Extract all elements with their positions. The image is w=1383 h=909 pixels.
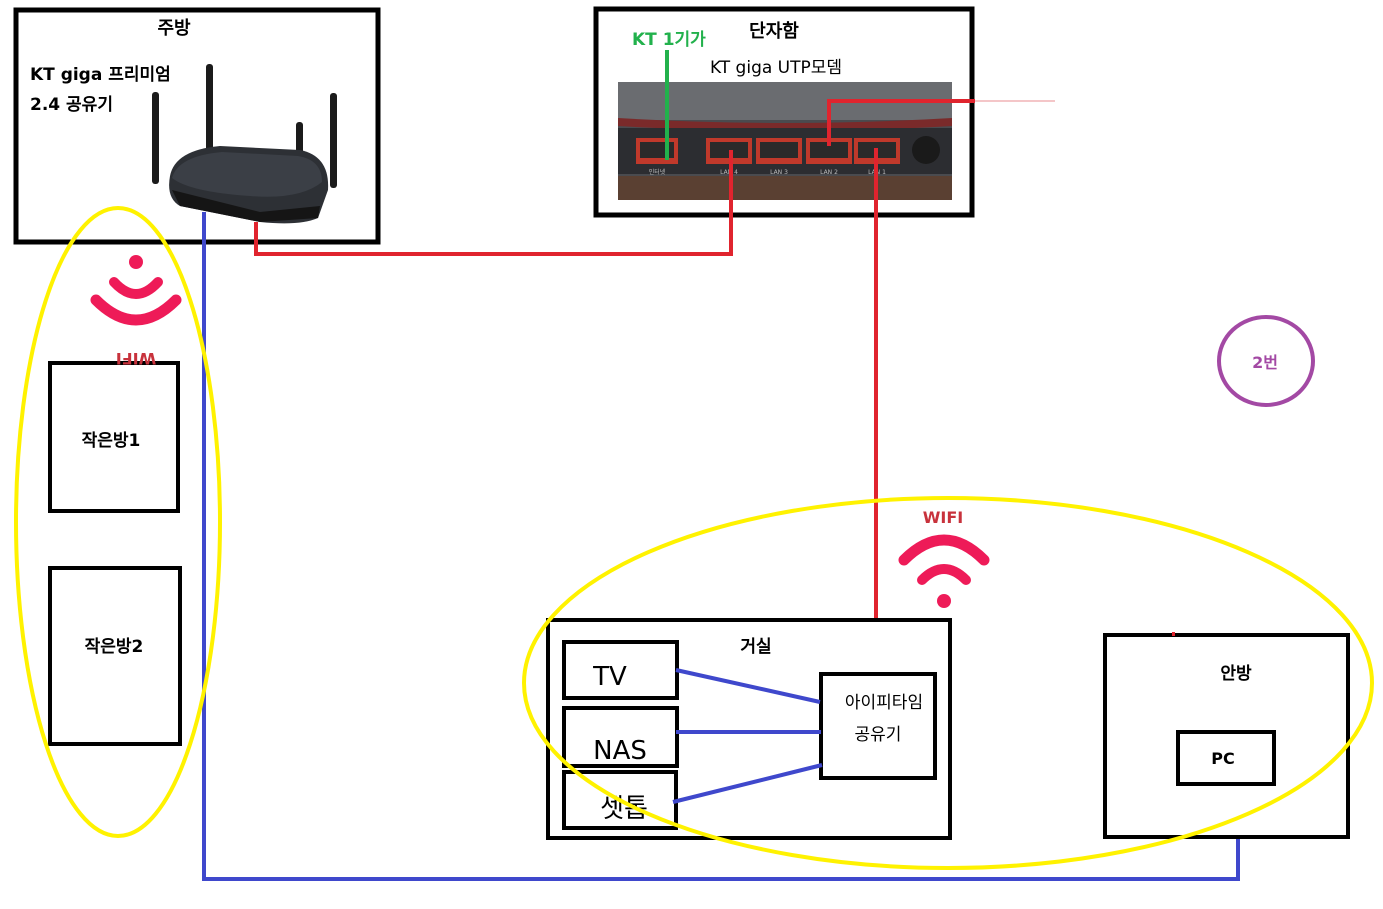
device-tv-box [562, 640, 679, 700]
living-room: 거실 TV NAS 셋톱 아이피타임 공유기 [546, 618, 952, 840]
master-room: 안방 PC [1103, 632, 1350, 839]
small-room-1-border [48, 361, 180, 513]
kitchen-router-label-line2: 2.4 공유기 [30, 95, 113, 115]
small-room-2-border [48, 566, 182, 746]
marker-2: 2번 [1217, 315, 1315, 407]
port-label-internet: 인터넷 [649, 168, 666, 176]
device-pc-label: PC [1211, 749, 1234, 768]
wifi-zone-left [14, 206, 222, 838]
iptime-router-label-line1: 아이피타임 [845, 693, 923, 713]
device-pc-box [1176, 730, 1276, 786]
wan-label: KT 1기가 [632, 30, 706, 50]
marker-label: 2번 [1252, 353, 1278, 372]
wifi-label-left: WIFI [116, 349, 156, 368]
port-label-lan2: LAN 2 [820, 169, 838, 176]
master-room-label: 안방 [1220, 664, 1252, 684]
cable-lan2-out [827, 99, 975, 146]
red-dot-marker [1172, 632, 1175, 636]
device-tv-label: TV [592, 662, 627, 692]
iptime-router-label-line2: 공유기 [855, 725, 902, 745]
kitchen-room-label: 주방 [157, 18, 191, 39]
modem-label: KT giga UTP모뎀 [710, 58, 842, 78]
small-room-1: 작은방1 [48, 361, 180, 513]
device-nas-label: NAS [593, 736, 647, 766]
marker-circle [1217, 315, 1315, 407]
device-nas-box [562, 706, 679, 768]
modem-power-jack [912, 136, 940, 164]
small-room-2: 작은방2 [48, 566, 182, 746]
wifi-icon-living: WIFI [898, 508, 990, 608]
terminal-box-label: 단자함 [749, 20, 799, 42]
wifi-label-living: WIFI [923, 508, 963, 527]
living-room-label: 거실 [740, 637, 771, 657]
small-room-1-label: 작은방1 [82, 431, 141, 451]
port-label-lan3: LAN 3 [770, 169, 788, 176]
terminal-box: 단자함 KT 1기가 KT giga UTP모뎀 인터넷 LAN 4 LAN 3… [593, 6, 975, 218]
kitchen-room: 주방 KT giga 프리미엄 2.4 공유기 [13, 7, 381, 245]
small-room-2-label: 작은방2 [85, 637, 144, 657]
wifi-zone-living [522, 496, 1374, 870]
cable-kitchen-to-lan4 [254, 150, 733, 256]
kitchen-router-label-line1: KT giga 프리미엄 [30, 65, 171, 85]
cable-tv-to-router [675, 668, 821, 704]
wifi-icon-left: WIFI [90, 255, 182, 368]
kt-router-icon [152, 64, 337, 224]
cable-settop-to-router [672, 763, 823, 804]
iptime-router-box [819, 672, 937, 780]
